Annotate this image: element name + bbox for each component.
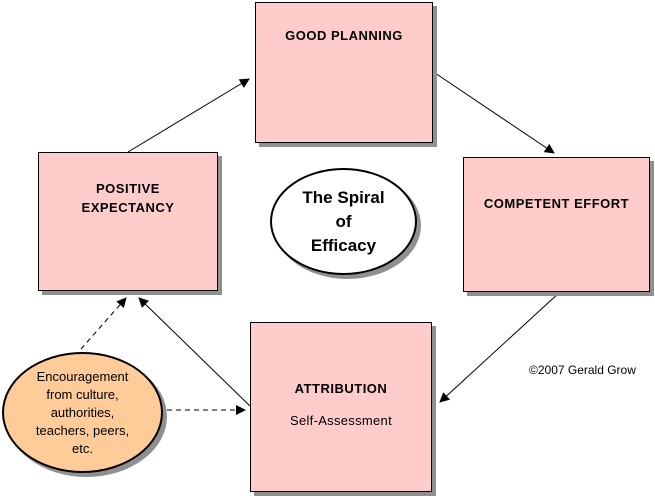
arrow-competent-effort-to-attribution [439, 291, 561, 403]
center-title-line-3: Efficacy [310, 235, 377, 255]
attribution-sublabel: Self-Assessment [289, 413, 393, 428]
node-good-planning: GOOD PLANNING [255, 2, 433, 143]
center-title-line-2: of [335, 211, 352, 231]
encouragement-line-2: from culture, [46, 386, 119, 402]
encouragement-line-1: Encouragement [36, 368, 129, 384]
encouragement-line-5: etc. [72, 440, 93, 456]
attribution-label: ATTRIBUTION [294, 381, 388, 396]
arrow-positive-expectancy-to-good-planning [127, 78, 250, 153]
encouragement-line-3: authorities, [50, 404, 115, 420]
node-competent-effort: COMPETENT EFFORT [463, 157, 650, 292]
dashed-arrow-encouragement-to-positive-expectancy [80, 297, 127, 350]
copyright-notice: ©2007 Gerald Grow [529, 363, 636, 377]
arrow-good-planning-to-competent-effort [434, 72, 555, 154]
encouragement-line-4: teachers, peers, [35, 422, 130, 438]
center-title-ellipse: The Spiral of Efficacy [270, 168, 417, 275]
encouragement-ellipse: Encouragement from culture, authorities,… [2, 352, 163, 473]
competent-effort-label: COMPETENT EFFORT [483, 196, 630, 211]
good-planning-label: GOOD PLANNING [285, 28, 403, 43]
center-title-line-1: The Spiral [302, 187, 385, 207]
positive-expectancy-label: POSITIVE EXPECTANCY [81, 181, 175, 215]
node-attribution: ATTRIBUTION Self-Assessment [250, 322, 432, 492]
node-positive-expectancy: POSITIVE EXPECTANCY [38, 152, 218, 291]
